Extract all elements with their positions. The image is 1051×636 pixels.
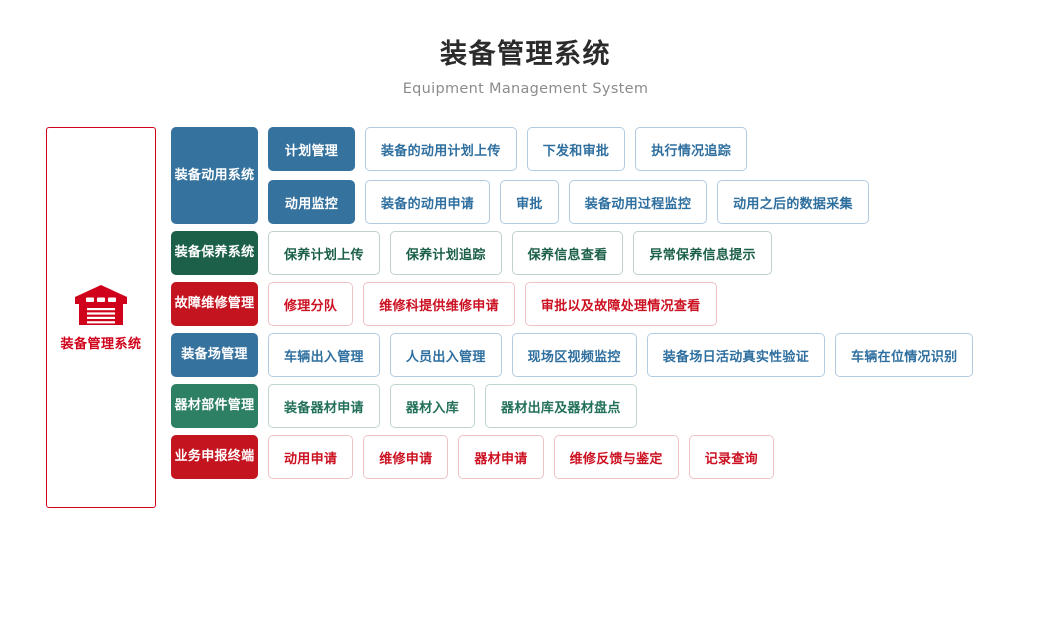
category-row: 装备动用系统计划管理装备的动用计划上传下发和审批执行情况追踪动用监控装备的动用申… [171, 127, 1051, 224]
category-row: 装备场管理车辆出入管理人员出入管理现场区视频监控装备场日活动真实性验证车辆在位情… [171, 333, 1051, 377]
row-body: 装备器材申请器材入库器材出库及器材盘点 [268, 384, 1051, 428]
feature-box[interactable]: 现场区视频监控 [511, 333, 637, 377]
category-row: 业务申报终端动用申请维修申请器材申请维修反馈与鉴定记录查询 [171, 435, 1051, 479]
row-body: 修理分队维修科提供维修申请审批以及故障处理情况查看 [268, 282, 1051, 326]
sub-row: 车辆出入管理人员出入管理现场区视频监控装备场日活动真实性验证车辆在位情况识别 [268, 333, 1051, 377]
feature-box[interactable]: 保养计划上传 [268, 231, 380, 275]
leaf-group: 装备的动用申请审批装备动用过程监控动用之后的数据采集 [365, 180, 869, 224]
leaf-group: 装备的动用计划上传下发和审批执行情况追踪 [365, 127, 748, 171]
category-row: 故障维修管理修理分队维修科提供维修申请审批以及故障处理情况查看 [171, 282, 1051, 326]
brand-panel: 装备管理系统 [46, 127, 156, 508]
feature-box[interactable]: 动用之后的数据采集 [717, 180, 869, 224]
feature-box[interactable]: 保养信息查看 [511, 231, 624, 275]
feature-box[interactable]: 执行情况追踪 [635, 127, 748, 171]
page-title: 装备管理系统 [440, 39, 611, 70]
category-box[interactable]: 业务申报终端 [171, 435, 258, 479]
warehouse-icon [73, 284, 129, 326]
feature-box[interactable]: 装备的动用申请 [365, 180, 491, 224]
feature-box[interactable]: 人员出入管理 [389, 333, 502, 377]
sub-row: 保养计划上传保养计划追踪保养信息查看异常保养信息提示 [268, 231, 1051, 275]
feature-box[interactable]: 维修申请 [363, 435, 449, 479]
leaf-group: 保养计划上传保养计划追踪保养信息查看异常保养信息提示 [268, 231, 772, 275]
feature-box[interactable]: 审批以及故障处理情况查看 [524, 282, 717, 326]
row-body: 车辆出入管理人员出入管理现场区视频监控装备场日活动真实性验证车辆在位情况识别 [268, 333, 1051, 377]
sub-row: 修理分队维修科提供维修申请审批以及故障处理情况查看 [268, 282, 1051, 326]
system-architecture-diagram: 装备管理系统 装备动用系统计划管理装备的动用计划上传下发和审批执行情况追踪动用监… [0, 127, 1051, 508]
feature-box[interactable]: 装备动用过程监控 [568, 180, 708, 224]
feature-box[interactable]: 维修反馈与鉴定 [553, 435, 679, 479]
feature-box[interactable]: 车辆在位情况识别 [835, 333, 974, 377]
brand-label: 装备管理系统 [60, 336, 142, 352]
sub-row: 动用监控装备的动用申请审批装备动用过程监控动用之后的数据采集 [268, 180, 1051, 224]
subcategory-box[interactable]: 计划管理 [268, 127, 355, 171]
category-row: 器材部件管理装备器材申请器材入库器材出库及器材盘点 [171, 384, 1051, 428]
feature-box[interactable]: 下发和审批 [526, 127, 626, 171]
subcategory-box[interactable]: 动用监控 [268, 180, 355, 224]
feature-box[interactable]: 车辆出入管理 [268, 333, 380, 377]
leaf-group: 动用申请维修申请器材申请维修反馈与鉴定记录查询 [268, 435, 774, 479]
row-body: 保养计划上传保养计划追踪保养信息查看异常保养信息提示 [268, 231, 1051, 275]
sub-row: 动用申请维修申请器材申请维修反馈与鉴定记录查询 [268, 435, 1051, 479]
sub-row: 装备器材申请器材入库器材出库及器材盘点 [268, 384, 1051, 428]
feature-box[interactable]: 器材入库 [389, 384, 476, 428]
row-body: 动用申请维修申请器材申请维修反馈与鉴定记录查询 [268, 435, 1051, 479]
category-box[interactable]: 装备保养系统 [171, 231, 258, 275]
feature-box[interactable]: 装备场日活动真实性验证 [646, 333, 826, 377]
feature-box[interactable]: 异常保养信息提示 [633, 231, 772, 275]
category-rows: 装备动用系统计划管理装备的动用计划上传下发和审批执行情况追踪动用监控装备的动用申… [171, 127, 1051, 486]
page-header: 装备管理系统 Equipment Management System [0, 0, 1051, 98]
feature-box[interactable]: 维修科提供维修申请 [363, 282, 515, 326]
feature-box[interactable]: 器材出库及器材盘点 [485, 384, 637, 428]
leaf-group: 修理分队维修科提供维修申请审批以及故障处理情况查看 [268, 282, 717, 326]
category-box[interactable]: 装备动用系统 [171, 127, 258, 224]
category-row: 装备保养系统保养计划上传保养计划追踪保养信息查看异常保养信息提示 [171, 231, 1051, 275]
category-box[interactable]: 装备场管理 [171, 333, 258, 377]
feature-box[interactable]: 记录查询 [688, 435, 774, 479]
feature-box[interactable]: 审批 [500, 180, 559, 224]
category-box[interactable]: 故障维修管理 [171, 282, 258, 326]
feature-box[interactable]: 器材申请 [458, 435, 544, 479]
sub-row: 计划管理装备的动用计划上传下发和审批执行情况追踪 [268, 127, 1051, 171]
page-subtitle: Equipment Management System [402, 81, 649, 97]
category-box[interactable]: 器材部件管理 [171, 384, 258, 428]
feature-box[interactable]: 装备器材申请 [268, 384, 380, 428]
feature-box[interactable]: 保养计划追踪 [389, 231, 502, 275]
feature-box[interactable]: 动用申请 [268, 435, 354, 479]
feature-box[interactable]: 修理分队 [268, 282, 354, 326]
leaf-group: 车辆出入管理人员出入管理现场区视频监控装备场日活动真实性验证车辆在位情况识别 [268, 333, 974, 377]
row-body: 计划管理装备的动用计划上传下发和审批执行情况追踪动用监控装备的动用申请审批装备动… [268, 127, 1051, 224]
feature-box[interactable]: 装备的动用计划上传 [365, 127, 517, 171]
leaf-group: 装备器材申请器材入库器材出库及器材盘点 [268, 384, 637, 428]
